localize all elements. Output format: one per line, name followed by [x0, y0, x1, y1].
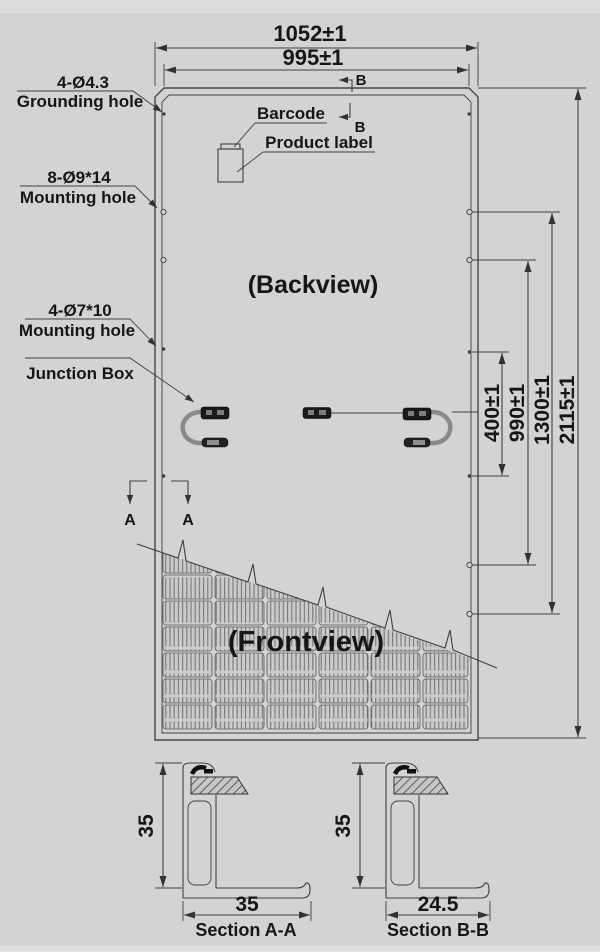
- solar-cell: [370, 652, 421, 678]
- product-label-box: [217, 148, 244, 183]
- solar-cell: [266, 626, 317, 652]
- section-aa-title: Section A-A: [195, 920, 296, 940]
- solar-cell: [214, 626, 265, 652]
- solar-cell: [162, 704, 213, 730]
- solar-cell: [318, 678, 369, 704]
- solar-cell: [370, 678, 421, 704]
- section-bb-height: 35: [332, 814, 355, 838]
- mounting-hole: [466, 561, 473, 569]
- glass-section: [190, 776, 249, 795]
- solar-cell: [266, 600, 317, 626]
- junction-box-right: [402, 407, 432, 421]
- solar-cell: [162, 626, 213, 652]
- section-marker-b-bottom: B: [355, 119, 366, 136]
- solar-cell: [422, 652, 469, 678]
- mounting-hole-small: [161, 474, 166, 478]
- top-light-band: [0, 0, 600, 13]
- product-label-group: Barcode Product label: [217, 104, 375, 183]
- solar-cell: [162, 678, 213, 704]
- section-bb: 35 24.5 Section B-B: [332, 762, 491, 940]
- junction-box-label: Junction Box: [26, 364, 134, 383]
- section-marker-b-top: B: [356, 72, 367, 89]
- grounding-hole-top-right: [467, 112, 471, 116]
- product-label-label: Product label: [265, 133, 373, 152]
- junction-box-middle: [302, 407, 332, 419]
- mounting-hole-large-name: Mounting hole: [20, 188, 136, 207]
- callout-junction-box: Junction Box: [25, 357, 195, 403]
- mounting-hole-small-name: Mounting hole: [19, 321, 135, 340]
- section-aa-height: 35: [135, 814, 158, 838]
- dim-mount-inner-spacing: 990±1: [506, 384, 529, 443]
- mounting-hole: [466, 208, 473, 216]
- solar-cell: [214, 652, 265, 678]
- solar-cell: [318, 704, 369, 730]
- callout-mounting-hole-small: 4-Ø7*10 Mounting hole: [19, 301, 157, 347]
- break-line: [136, 539, 498, 669]
- solar-cell: [214, 704, 265, 730]
- right-dimensions: 400±1 990±1 1300±1 2115±1: [472, 87, 586, 739]
- solar-cell: [162, 652, 213, 678]
- grounding-hole-top-left: [162, 112, 166, 116]
- callout-mounting-hole-large: 8-Ø9*14 Mounting hole: [20, 168, 158, 209]
- dim-glass-width: 995±1: [282, 45, 343, 70]
- section-b-markers: B B: [339, 72, 367, 136]
- backview-title: (Backview): [248, 271, 379, 299]
- frame-slot: [390, 800, 415, 886]
- grounding-hole-name: Grounding hole: [17, 92, 144, 111]
- dim-overall-width: 1052±1: [273, 21, 346, 46]
- mounting-hole: [160, 256, 167, 264]
- solar-cell: [266, 678, 317, 704]
- mounting-hole: [466, 256, 473, 264]
- glass-clamp: [392, 765, 410, 776]
- solar-cell: [214, 600, 265, 626]
- section-bb-width: 24.5: [418, 893, 459, 916]
- mounting-hole-small-spec: 4-Ø7*10: [48, 301, 111, 320]
- bottom-light-band: [0, 946, 600, 952]
- solar-cell: [422, 704, 469, 730]
- solar-cell: [266, 652, 317, 678]
- solar-cell: [214, 678, 265, 704]
- panel-outline: [154, 87, 479, 741]
- grounding-hole-spec: 4-Ø4.3: [57, 73, 109, 92]
- frame-slot: [187, 800, 212, 886]
- solar-cell: [162, 574, 213, 600]
- mounting-hole-small: [467, 474, 472, 478]
- dim-mount-outer-spacing: 1300±1: [531, 375, 554, 445]
- frontview-title: (Frontview): [228, 626, 384, 658]
- glass-section: [393, 776, 449, 795]
- top-dimensions: 1052±1 995±1: [154, 21, 479, 86]
- solar-cell: [422, 678, 469, 704]
- section-aa: 35 35 Section A-A: [135, 762, 312, 940]
- frame-holes: [160, 112, 473, 618]
- solar-cell: [266, 704, 317, 730]
- mounting-hole-small: [161, 347, 166, 351]
- junction-boxes: [180, 406, 478, 448]
- glass-clamp: [189, 765, 207, 776]
- junction-box-left: [200, 406, 230, 420]
- solar-cell: [162, 600, 213, 626]
- section-marker-a-left: A: [124, 512, 136, 529]
- section-a-markers: A A: [124, 480, 194, 529]
- solar-cell: [318, 626, 369, 652]
- solar-cell: [370, 704, 421, 730]
- section-aa-width: 35: [235, 893, 259, 916]
- mounting-hole: [160, 208, 167, 216]
- mounting-hole-large-spec: 8-Ø9*14: [47, 168, 111, 187]
- callout-grounding-hole: 4-Ø4.3 Grounding hole: [17, 73, 163, 113]
- section-bb-title: Section B-B: [387, 920, 489, 940]
- dim-overall-height: 2115±1: [556, 375, 579, 444]
- barcode-label: Barcode: [257, 104, 325, 123]
- mounting-hole-small: [467, 350, 472, 354]
- dim-jbox-hole-spacing: 400±1: [481, 384, 504, 443]
- section-marker-a-right: A: [182, 512, 194, 529]
- solar-cell: [318, 652, 369, 678]
- mounting-hole: [466, 610, 473, 618]
